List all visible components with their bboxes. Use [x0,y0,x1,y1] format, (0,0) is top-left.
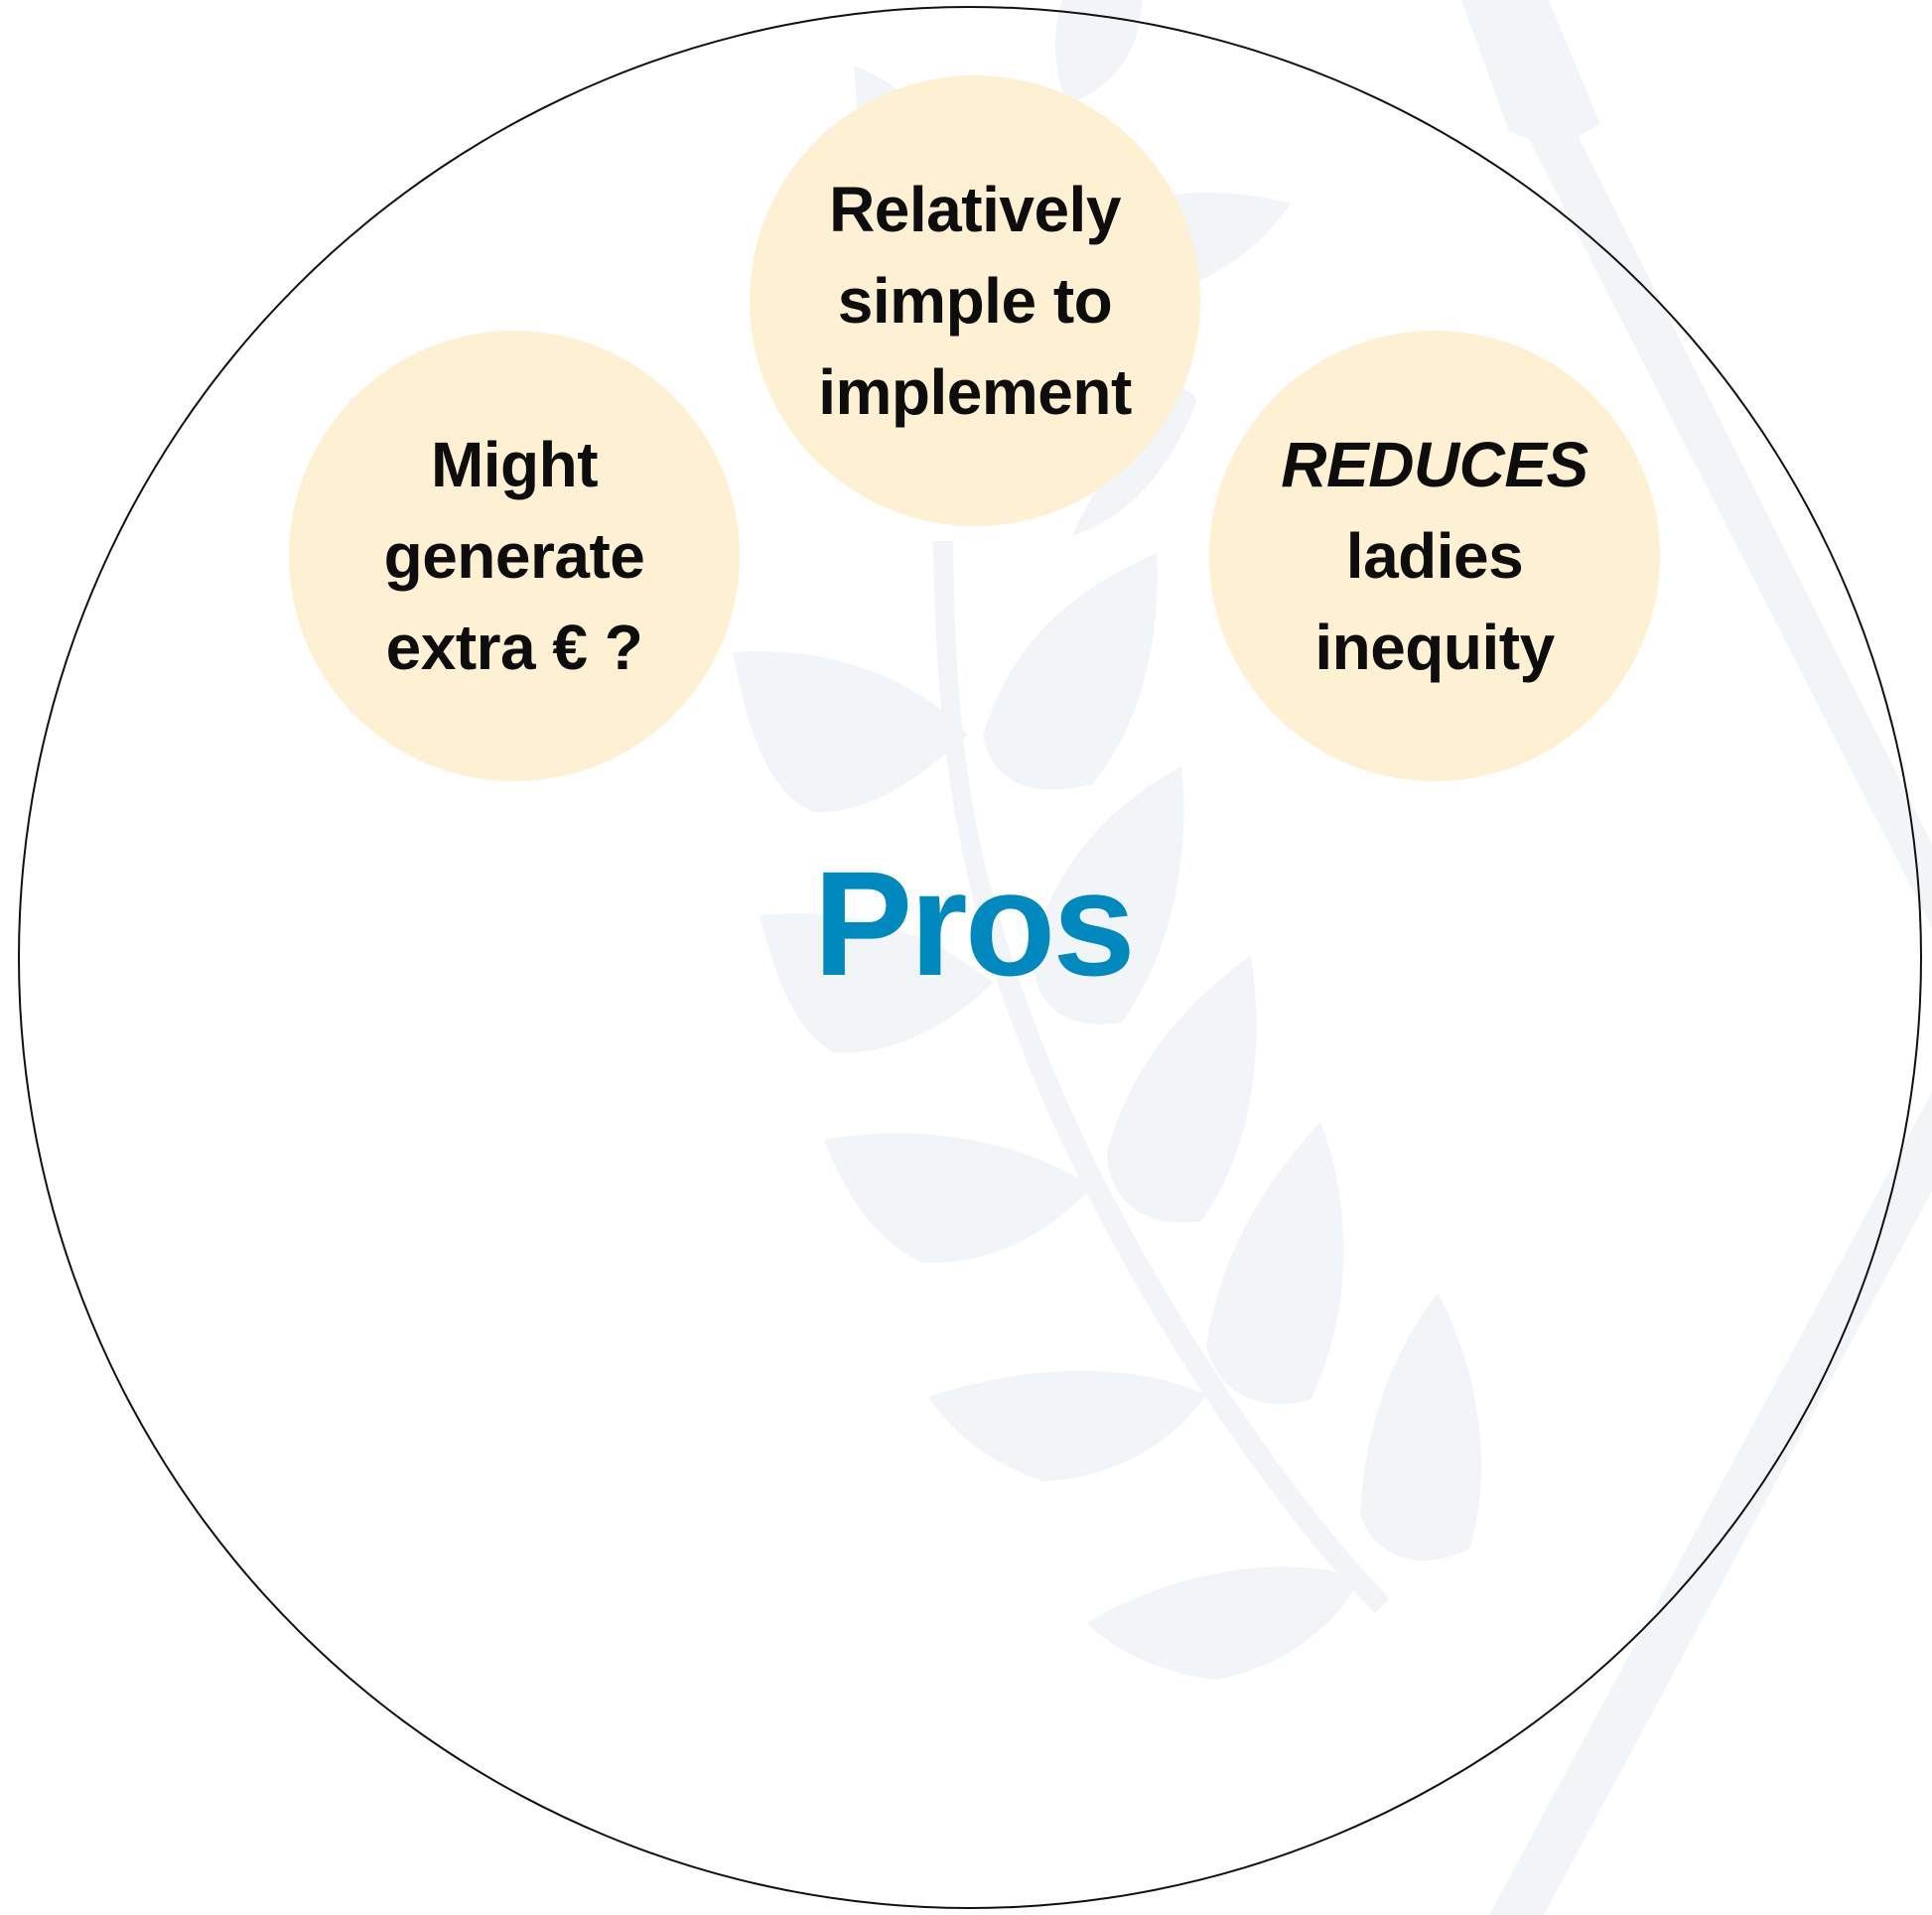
pro-bubble-reduces-inequity: REDUCES ladies inequity [1209,331,1660,781]
bubble-line: Relatively [829,174,1121,245]
pro-bubble-text: Might generate extra € ? [384,419,645,693]
bubble-line: Might [430,429,599,500]
pros-title: Pros [813,840,1135,1007]
pro-bubble-extra-money: Might generate extra € ? [289,331,740,781]
bubble-line: extra € ? [385,612,643,683]
pro-bubble-simple-to-implement: Relatively simple to implement [750,75,1200,526]
outer-circle [18,6,1922,1909]
bubble-line: implement [818,356,1132,428]
bubble-line: ladies [1345,520,1524,592]
bubble-line: simple to [837,265,1113,337]
bubble-line: generate [383,520,645,592]
pro-bubble-text: REDUCES ladies inequity [1281,419,1588,693]
bubble-line: inequity [1314,612,1555,683]
bubble-line-emphasis: REDUCES [1281,429,1588,500]
pro-bubble-text: Relatively simple to implement [818,164,1132,438]
